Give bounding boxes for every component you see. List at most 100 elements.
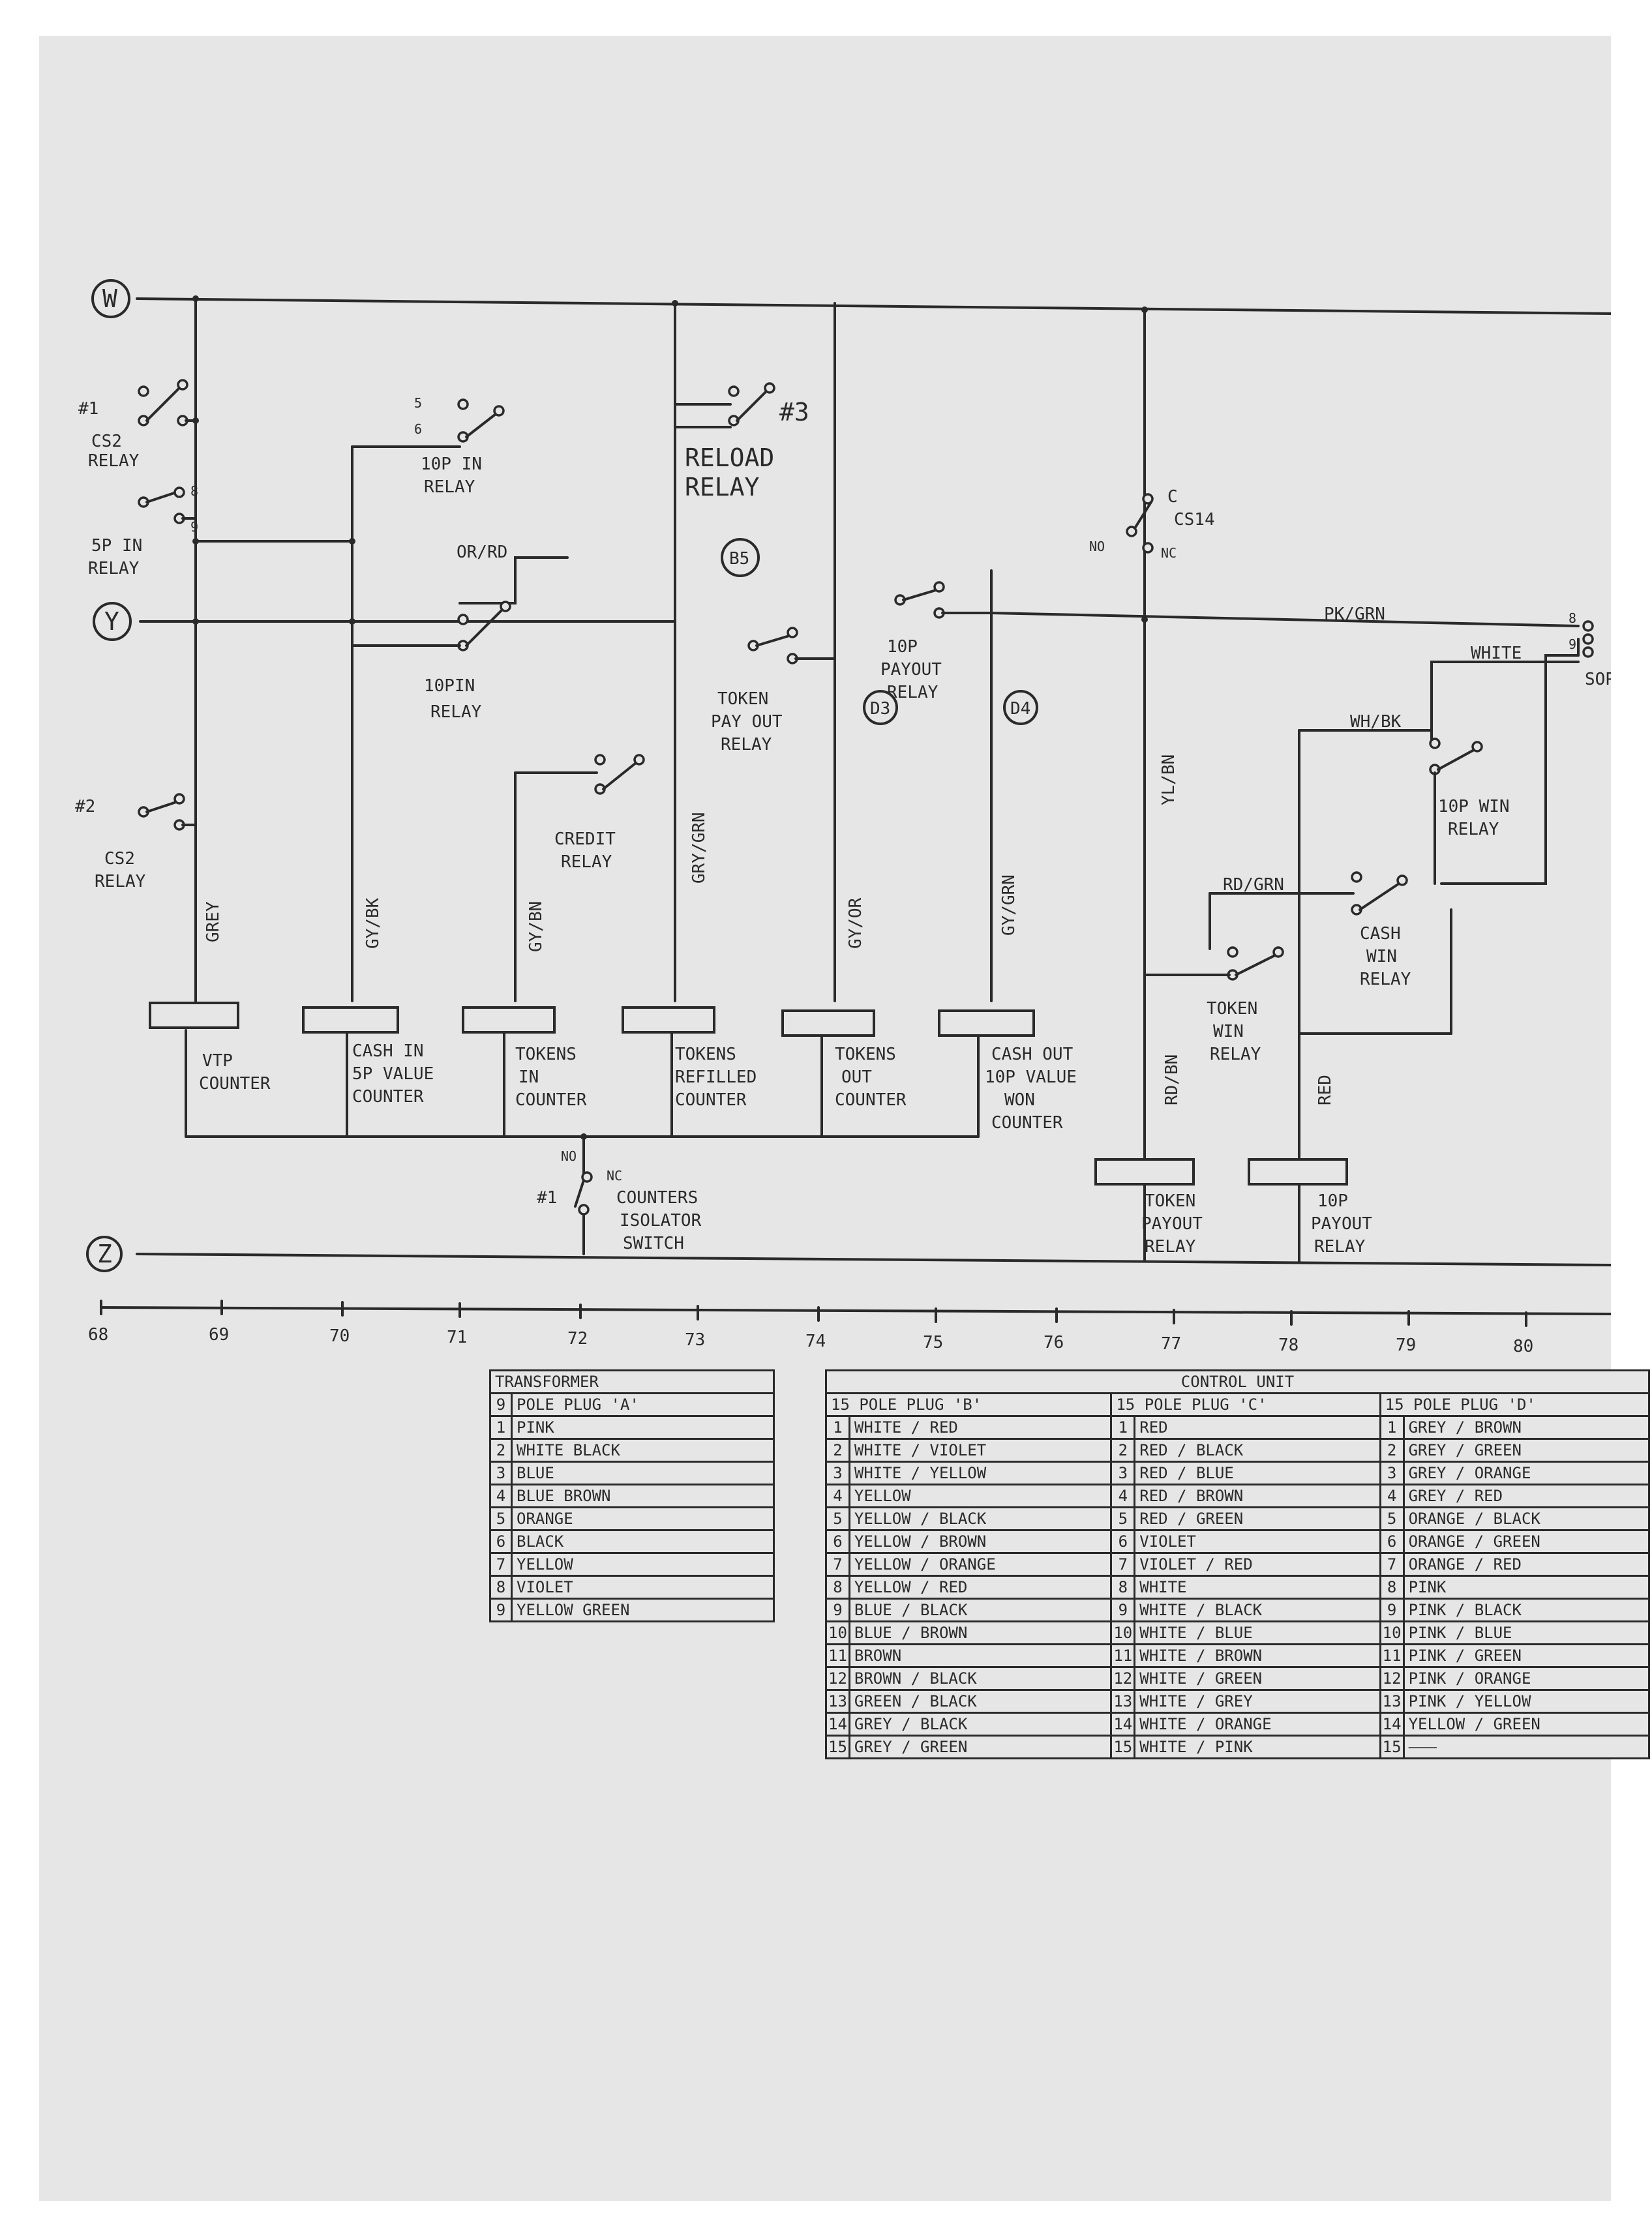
svg-text:NO: NO	[561, 1148, 577, 1164]
transformer-header: POLE PLUG 'A'	[511, 1392, 775, 1417]
svg-text:PAY OUT: PAY OUT	[711, 712, 783, 732]
svg-text:CREDIT: CREDIT	[554, 829, 616, 849]
plug-d-colour: GREY / GREEN	[1402, 1438, 1651, 1463]
plug-c-colour: WHITE / PINK	[1134, 1735, 1381, 1759]
plug-d-pin: 10	[1379, 1620, 1405, 1645]
svg-text:RELAY: RELAY	[685, 473, 760, 501]
coil-token-payout-relay	[1094, 1158, 1195, 1186]
plug-b-colour: GREY / BLACK	[848, 1712, 1113, 1737]
svg-text:71: 71	[447, 1328, 467, 1347]
wire-colour: BLUE	[511, 1461, 775, 1485]
rail-w-marker	[91, 279, 130, 318]
pin-number: 4	[489, 1484, 513, 1508]
plug-c-pin: 13	[1110, 1689, 1136, 1714]
svg-text:10P WIN: 10P WIN	[1438, 797, 1510, 816]
svg-text:VTP: VTP	[202, 1051, 233, 1071]
plug-c-pin: 12	[1110, 1666, 1136, 1691]
plug-b-colour: YELLOW / BLACK	[848, 1506, 1113, 1531]
svg-text:PK/GRN: PK/GRN	[1324, 604, 1385, 624]
svg-text:5: 5	[414, 395, 422, 411]
wire-gy-or: GY/OR	[846, 897, 865, 949]
plug-c-colour: WHITE / BLACK	[1134, 1598, 1381, 1622]
wire-colour: BLACK	[511, 1529, 775, 1554]
wire-red: RED	[1315, 1075, 1335, 1105]
svg-text:#1: #1	[78, 399, 98, 419]
transformer-header-num: 9	[489, 1392, 513, 1417]
junction	[192, 618, 199, 625]
plug-b-pin: 7	[825, 1552, 850, 1577]
connector-b5	[721, 538, 760, 577]
plug-c-pin: 9	[1110, 1598, 1136, 1622]
pin-number: 2	[489, 1438, 513, 1463]
plug-d-pin: 11	[1379, 1643, 1405, 1668]
control-unit-table: CONTROL UNIT 15 POLE PLUG 'B' 15 POLE PL…	[824, 1369, 1651, 1759]
column-ruler: 68 69 70 71 72 73 74 75 76 77 78 79 80	[88, 1300, 1611, 1356]
plug-b-pin: 13	[825, 1689, 850, 1714]
plug-c-colour: WHITE / GREY	[1134, 1689, 1381, 1714]
svg-text:NC: NC	[1161, 545, 1177, 561]
svg-text:WH/BK: WH/BK	[1350, 712, 1402, 732]
transformer-title: TRANSFORMER	[489, 1369, 775, 1394]
svg-text:SWITCH: SWITCH	[623, 1234, 684, 1253]
connector-d3	[863, 690, 898, 725]
plug-c-pin: 2	[1110, 1438, 1136, 1463]
plug-d-pin: 4	[1379, 1484, 1405, 1508]
svg-text:8: 8	[1569, 610, 1576, 626]
pin-number: 1	[489, 1415, 513, 1440]
wire-rd-bn: RD/BN	[1162, 1054, 1182, 1105]
wire-gy-grn: GY/GRN	[999, 874, 1019, 936]
plug-c-pin: 14	[1110, 1712, 1136, 1737]
svg-text:73: 73	[685, 1330, 705, 1350]
plug-b-pin: 14	[825, 1712, 850, 1737]
plug-c-pin: 7	[1110, 1552, 1136, 1577]
svg-text:#1: #1	[537, 1188, 557, 1208]
svg-text:TOKENS: TOKENS	[835, 1045, 896, 1064]
svg-text:WIN: WIN	[1213, 1022, 1244, 1041]
coil-tokens-out-counter	[781, 1009, 875, 1037]
coil-cash-in-counter	[302, 1006, 399, 1034]
svg-text:RELAY: RELAY	[424, 477, 475, 497]
coil-vtp-counter	[149, 1002, 239, 1029]
svg-text:74: 74	[805, 1332, 826, 1351]
plug-c-colour: RED / BLUE	[1134, 1461, 1381, 1485]
plug-d-pin: 6	[1379, 1529, 1405, 1554]
plug-d-colour: PINK / BLACK	[1402, 1598, 1651, 1622]
plug-d-colour: PINK / GREEN	[1402, 1643, 1651, 1668]
rail-z-label: Z	[97, 1240, 112, 1268]
plug-d-colour: GREY / ORANGE	[1402, 1461, 1651, 1485]
svg-text:NC: NC	[607, 1168, 622, 1184]
plug-c-colour: VIOLET	[1134, 1529, 1381, 1554]
plug-b-pin: 4	[825, 1484, 850, 1508]
svg-text:10P VALUE: 10P VALUE	[985, 1067, 1077, 1087]
svg-text:RELAY: RELAY	[721, 735, 772, 754]
svg-text:RELAY: RELAY	[88, 559, 140, 578]
svg-text:REFILLED: REFILLED	[675, 1067, 757, 1087]
plug-c-pin: 8	[1110, 1575, 1136, 1600]
plug-c-header: 15 POLE PLUG 'C'	[1110, 1392, 1381, 1417]
wire-colour: PINK	[511, 1415, 775, 1440]
svg-text:IN: IN	[518, 1067, 539, 1087]
svg-text:COUNTER: COUNTER	[835, 1090, 907, 1110]
svg-text:RELAY: RELAY	[95, 872, 146, 891]
svg-text:COUNTER: COUNTER	[991, 1113, 1063, 1133]
connector-d4-label: D4	[1010, 699, 1030, 719]
plug-d-pin: 5	[1379, 1506, 1405, 1531]
plug-c-pin: 3	[1110, 1461, 1136, 1485]
pin-number: 7	[489, 1552, 513, 1577]
wire-colour: YELLOW	[511, 1552, 775, 1577]
plug-d-header: 15 POLE PLUG 'D'	[1379, 1392, 1651, 1417]
